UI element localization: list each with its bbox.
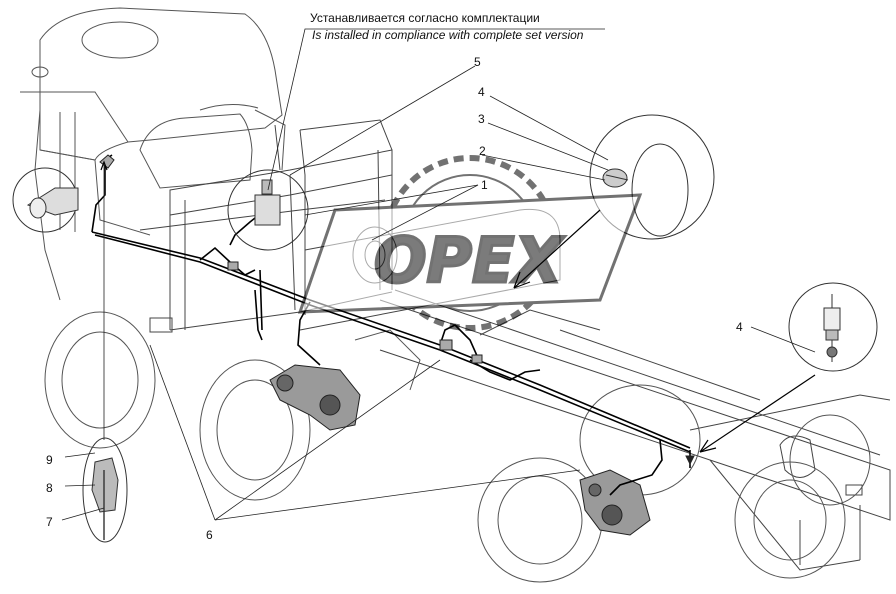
callout-5: 5: [474, 55, 481, 69]
callout-labels: 5 4 3 2 1 4 9 8 7 6: [46, 55, 743, 542]
leader-arrows: [100, 160, 816, 453]
callout-1: 1: [481, 178, 488, 192]
callout-4-sensor: 4: [736, 320, 743, 334]
equipment-rack: [139, 119, 393, 333]
sensor-detail: [227, 169, 309, 251]
callout-4: 4: [478, 85, 485, 99]
pressure-sensor-detail: [788, 282, 878, 372]
connector-bracket-detail: [82, 437, 128, 543]
note-english: Is installed in compliance with complete…: [312, 28, 584, 42]
installation-note: Устанавливается согласно комплектации Is…: [310, 11, 584, 42]
watermark-text: OPEX: [374, 224, 565, 297]
callout-9: 9: [46, 453, 53, 467]
opex-watermark: OPEX: [297, 155, 643, 331]
callout-6: 6: [206, 528, 213, 542]
leader-lines: [61, 28, 816, 521]
callout-8: 8: [46, 481, 53, 495]
truck-cab: [20, 7, 286, 301]
rear-axle-gearbox: [579, 469, 651, 536]
headlamp-detail: [12, 167, 79, 233]
note-russian: Устанавливается согласно комплектации: [310, 11, 540, 25]
callout-7: 7: [46, 515, 53, 529]
transfer-case: [269, 364, 361, 431]
callout-3: 3: [478, 112, 485, 126]
callout-2: 2: [479, 144, 486, 158]
wiring-harness: [91, 154, 691, 496]
